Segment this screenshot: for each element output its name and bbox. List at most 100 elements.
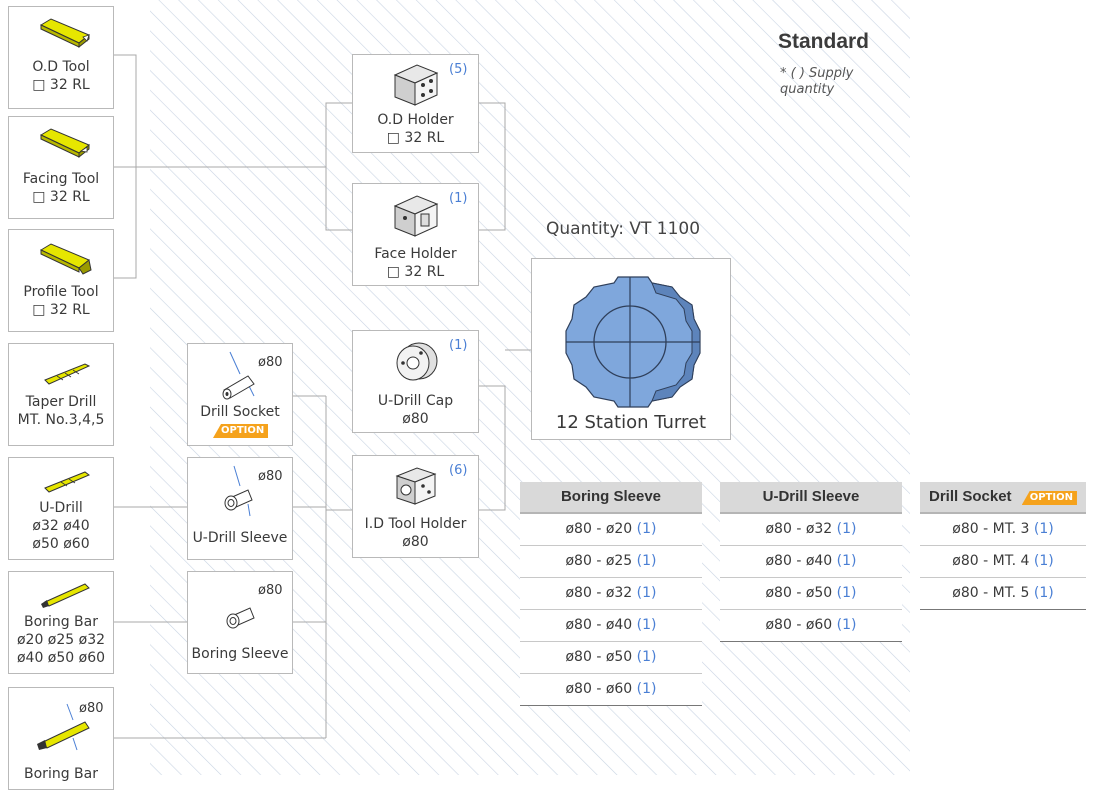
- u-drill-cap-qty: (1): [449, 338, 468, 353]
- tool-bit-icon: [39, 128, 90, 159]
- u-drill-name: U-Drill: [39, 500, 83, 516]
- table-header-label: U-Drill Sleeve: [762, 488, 860, 505]
- taper-drill-size: MT. No.3,4,5: [17, 412, 105, 428]
- boring-bar-size-2: ø40 ø50 ø60: [16, 650, 106, 666]
- u-drill-cap-name: U-Drill Cap: [377, 393, 454, 409]
- u-drill-cap-box[interactable]: (1) U-Drill Cap ø80: [352, 330, 479, 433]
- od-holder-box[interactable]: (5) O.D Holder □ 32 RL: [352, 54, 479, 153]
- row-spec: ø80 - ø60: [765, 617, 833, 633]
- table-header: Drill Socket OPTION: [920, 482, 1086, 514]
- turret-box[interactable]: 12 Station Turret: [531, 258, 731, 440]
- row-spec: ø80 - ø60: [565, 681, 633, 697]
- u-drill-sleeve-dim: ø80: [258, 469, 283, 484]
- row-qty: (1): [636, 521, 657, 537]
- table-row: ø80 - ø60 (1): [720, 610, 902, 642]
- face-holder-name: Face Holder: [374, 246, 457, 262]
- row-qty: (1): [636, 649, 657, 665]
- tool-bit-icon: [39, 243, 92, 275]
- table-row: ø80 - MT. 4 (1): [920, 546, 1086, 578]
- u-drill-cap-size: ø80: [402, 411, 429, 427]
- page-title: Standard: [778, 30, 870, 53]
- table-header: U-Drill Sleeve: [720, 482, 902, 514]
- od-tool-box[interactable]: O.D Tool □ 32 RL: [8, 6, 114, 109]
- row-qty: (1): [636, 617, 657, 633]
- supply-quantity-note: * ( ) Supply quantity: [780, 66, 854, 97]
- drill-socket-box[interactable]: ø80 Drill Socket OPTION: [187, 343, 293, 446]
- holder-block-icon: [395, 467, 437, 505]
- boring-bar-80-dim: ø80: [79, 701, 104, 716]
- row-qty: (1): [836, 521, 857, 537]
- id-tool-holder-box[interactable]: (6) I.D Tool Holder ø80: [352, 455, 479, 558]
- boring-sleeve-table: Boring Sleeve ø80 - ø20 (1) ø80 - ø25 (1…: [520, 482, 702, 706]
- u-drill-sleeve-box[interactable]: ø80 U-Drill Sleeve: [187, 457, 293, 560]
- row-qty: (1): [836, 585, 857, 601]
- table-row: ø80 - MT. 3 (1): [920, 514, 1086, 546]
- u-drill-sleeve-table: U-Drill Sleeve ø80 - ø32 (1) ø80 - ø40 (…: [720, 482, 902, 642]
- row-spec: ø80 - ø32: [765, 521, 833, 537]
- u-drill-sleeve-name: U-Drill Sleeve: [192, 530, 288, 546]
- row-qty: (1): [1033, 585, 1054, 601]
- row-qty: (1): [636, 681, 657, 697]
- od-holder-qty: (5): [449, 62, 468, 77]
- row-spec: ø80 - MT. 5: [952, 585, 1030, 601]
- face-holder-box[interactable]: (1) Face Holder □ 32 RL: [352, 183, 479, 286]
- row-spec: ø80 - ø20: [565, 521, 633, 537]
- drill-socket-name: Drill Socket: [200, 404, 280, 420]
- od-holder-size: □ 32 RL: [386, 130, 445, 146]
- table-header-label: Boring Sleeve: [560, 488, 662, 505]
- row-qty: (1): [1033, 553, 1054, 569]
- turret-disc-icon: [565, 276, 701, 408]
- profile-tool-box[interactable]: Profile Tool □ 32 RL: [8, 229, 114, 332]
- table-row: ø80 - ø50 (1): [520, 642, 702, 674]
- drill-icon: [44, 471, 90, 493]
- row-qty: (1): [836, 617, 857, 633]
- row-spec: ø80 - ø50: [565, 649, 633, 665]
- face-holder-qty: (1): [449, 191, 468, 206]
- u-drill-box[interactable]: U-Drill ø32 ø40 ø50 ø60: [8, 457, 114, 560]
- drill-socket-table: Drill Socket OPTION ø80 - MT. 3 (1) ø80 …: [920, 482, 1086, 610]
- row-qty: (1): [636, 553, 657, 569]
- taper-drill-name: Taper Drill: [25, 394, 97, 410]
- holder-block-icon: [393, 64, 439, 106]
- boring-bar-icon: [37, 703, 90, 751]
- boring-bar-size-1: ø20 ø25 ø32: [16, 632, 106, 648]
- taper-drill-box[interactable]: Taper Drill MT. No.3,4,5: [8, 343, 114, 446]
- row-spec: ø80 - ø32: [565, 585, 633, 601]
- option-badge: OPTION: [213, 424, 269, 438]
- boring-bar-box[interactable]: Boring Bar ø20 ø25 ø32 ø40 ø50 ø60: [8, 571, 114, 674]
- face-holder-size: □ 32 RL: [386, 264, 445, 280]
- table-row: ø80 - ø20 (1): [520, 514, 702, 546]
- turret-quantity-label: Quantity: VT 1100: [546, 219, 701, 239]
- drill-icon: [44, 363, 91, 385]
- table-row: ø80 - ø60 (1): [520, 674, 702, 706]
- boring-bar-icon: [41, 583, 90, 608]
- table-row: ø80 - ø25 (1): [520, 546, 702, 578]
- table-header-label: Drill Socket: [929, 488, 1012, 505]
- u-drill-size-1: ø32 ø40: [32, 518, 90, 534]
- facing-tool-box[interactable]: Facing Tool □ 32 RL: [8, 116, 114, 219]
- id-tool-holder-qty: (6): [449, 463, 468, 478]
- row-qty: (1): [836, 553, 857, 569]
- table-row: ø80 - ø32 (1): [720, 514, 902, 546]
- sleeve-icon: [222, 351, 255, 400]
- boring-sleeve-box[interactable]: ø80 Boring Sleeve: [187, 571, 293, 674]
- boring-bar-80-box[interactable]: ø80 Boring Bar: [8, 687, 114, 790]
- table-row: ø80 - ø40 (1): [720, 546, 902, 578]
- boring-sleeve-dim: ø80: [258, 583, 283, 598]
- table-row: ø80 - MT. 5 (1): [920, 578, 1086, 610]
- row-qty: (1): [636, 585, 657, 601]
- row-spec: ø80 - ø40: [565, 617, 633, 633]
- row-spec: ø80 - MT. 3: [952, 521, 1030, 537]
- facing-tool-size: □ 32 RL: [32, 189, 90, 205]
- sleeve-icon: [226, 607, 255, 629]
- row-qty: (1): [1033, 521, 1054, 537]
- boring-sleeve-name: Boring Sleeve: [191, 646, 289, 662]
- profile-tool-size: □ 32 RL: [32, 302, 90, 318]
- table-row: ø80 - ø40 (1): [520, 610, 702, 642]
- u-drill-size-2: ø50 ø60: [32, 536, 90, 552]
- id-tool-holder-name: I.D Tool Holder: [364, 516, 467, 532]
- row-spec: ø80 - ø25: [565, 553, 633, 569]
- sleeve-icon: [224, 465, 253, 517]
- drill-socket-dim: ø80: [258, 355, 283, 370]
- facing-tool-name: Facing Tool: [22, 171, 100, 187]
